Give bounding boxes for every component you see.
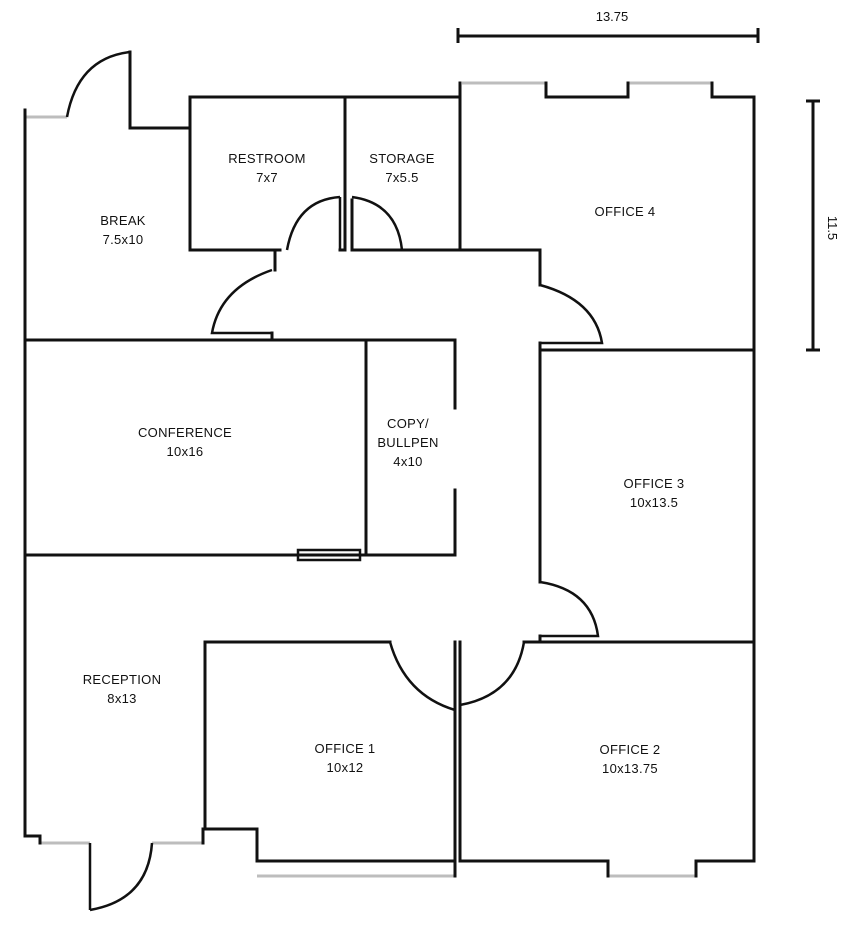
- dimension-top-label: 13.75: [596, 9, 629, 24]
- room-office2-name: OFFICE 2: [600, 742, 661, 757]
- dimension-right-label: 11.5: [825, 216, 840, 240]
- dimension-right: 11.5: [806, 99, 840, 352]
- door-restroom: [285, 195, 342, 251]
- room-office4-name: OFFICE 4: [595, 204, 656, 219]
- windows: [25, 81, 712, 878]
- room-office2-size: 10x13.75: [602, 761, 658, 776]
- room-copy-name-line2: BULLPEN: [377, 435, 438, 450]
- room-storage-name: STORAGE: [369, 151, 434, 166]
- room-break-size: 7.5x10: [103, 232, 144, 247]
- room-reception-size: 8x13: [107, 691, 136, 706]
- door-office3: [539, 580, 600, 638]
- door-break: [65, 50, 132, 128]
- room-conference-size: 10x16: [167, 444, 204, 459]
- room-restroom-name: RESTROOM: [228, 151, 306, 166]
- room-conference-name: CONFERENCE: [138, 425, 232, 440]
- room-restroom-size: 7x7: [256, 170, 278, 185]
- room-copy-name-line1: COPY/: [387, 416, 429, 431]
- door-conference: [296, 548, 362, 562]
- room-break-name: BREAK: [100, 213, 146, 228]
- room-office1-size: 10x12: [327, 760, 364, 775]
- room-copy-size: 4x10: [393, 454, 422, 469]
- dimension-top: 13.75: [456, 9, 760, 43]
- room-office3-size: 10x13.5: [630, 495, 678, 510]
- walls: [23, 50, 756, 878]
- room-reception-name: RECEPTION: [83, 672, 162, 687]
- door-office1: [388, 641, 457, 712]
- room-labels: BREAK 7.5x10 RESTROOM 7x7 STORAGE 7x5.5 …: [83, 151, 685, 776]
- room-storage-size: 7x5.5: [385, 170, 418, 185]
- door-reception: [88, 842, 154, 912]
- door-office2: [458, 641, 526, 707]
- doors: [65, 50, 604, 912]
- door-break-interior: [210, 268, 273, 335]
- door-storage: [351, 195, 404, 251]
- door-office4: [539, 283, 604, 345]
- room-office1-name: OFFICE 1: [315, 741, 376, 756]
- room-office3-name: OFFICE 3: [624, 476, 685, 491]
